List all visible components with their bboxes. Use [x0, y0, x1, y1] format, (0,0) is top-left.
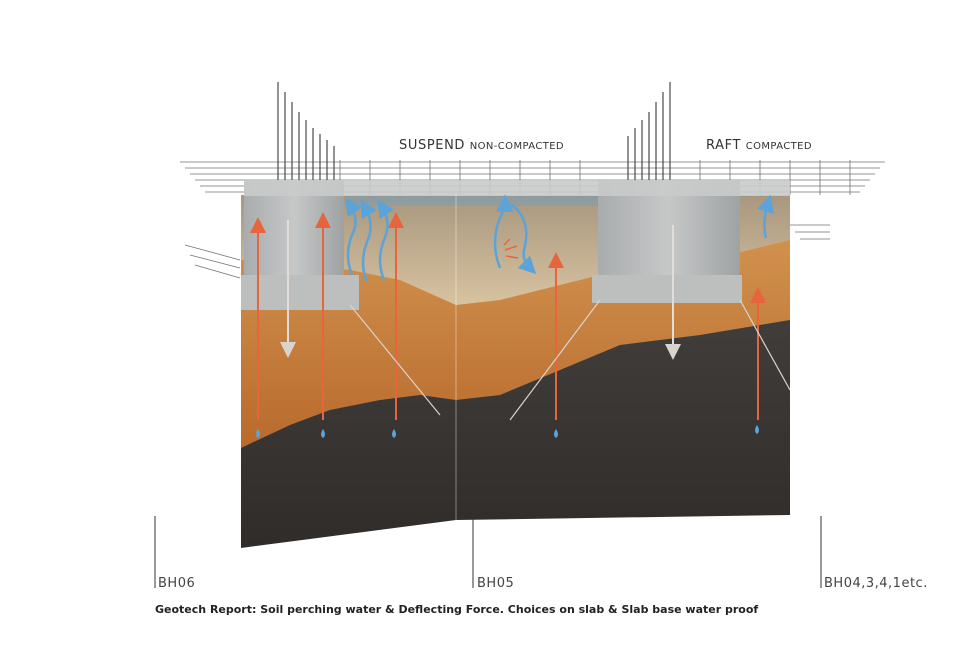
suspend-title: SUSPEND NON-COMPACTED: [399, 138, 564, 153]
water-drop-icon: [321, 429, 325, 438]
water-drop-icon: [755, 425, 759, 434]
suspend-main: SUSPEND: [399, 138, 466, 153]
suspend-sub: NON-COMPACTED: [469, 141, 565, 152]
water-flow-arrow: [377, 199, 395, 281]
up-force-arrows: [250, 212, 766, 420]
starter-bars-left: [277, 82, 335, 185]
deflecting-lines: [349, 299, 791, 421]
water-drop-icon: [256, 429, 260, 438]
down-force-arrows: [280, 220, 681, 360]
bh06-label: BH06: [158, 576, 196, 591]
caption: Geotech Report: Soil perching water & De…: [155, 603, 759, 616]
starter-bars-right: [627, 82, 671, 185]
slab-edge: [244, 180, 790, 196]
raft-sub: COMPACTED: [745, 141, 812, 152]
force-burst-icon: [503, 238, 519, 259]
raft-main: RAFT: [706, 138, 741, 153]
water-flow-arrows: [345, 194, 774, 283]
concrete-footing-right: [592, 180, 742, 303]
raft-title: RAFT COMPACTED: [706, 138, 812, 153]
water-drops: [256, 425, 759, 438]
water-drop-icon: [392, 429, 396, 438]
water-flow-arrow: [360, 199, 377, 283]
water-film: [345, 196, 600, 206]
water-flow-arrow: [493, 194, 514, 269]
water-flow-arrow: [757, 194, 774, 239]
water-flow-arrow: [345, 197, 363, 276]
water-drop-icon: [554, 429, 558, 438]
bh04-label: BH04,3,4,1etc.: [824, 576, 928, 591]
bh05-label: BH05: [477, 576, 515, 591]
water-flow-arrow: [511, 204, 537, 275]
